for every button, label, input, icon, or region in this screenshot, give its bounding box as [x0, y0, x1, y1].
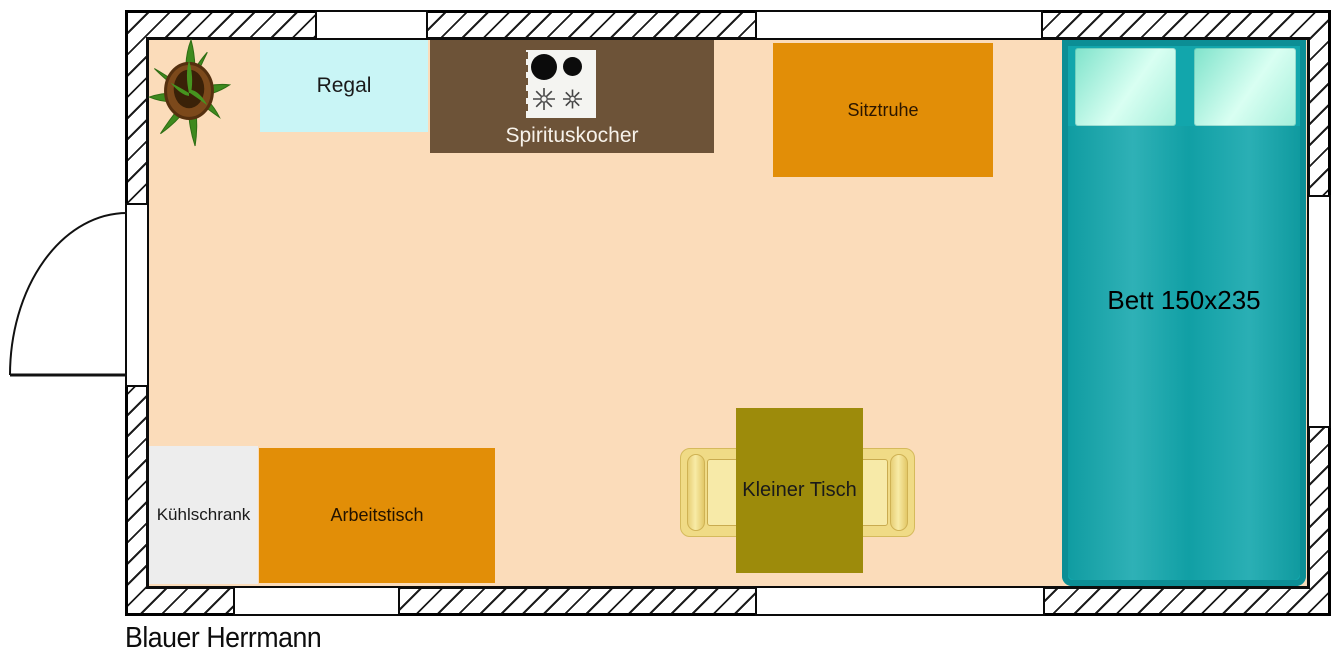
window-right-wall: [1307, 195, 1331, 428]
door-swing-icon: [9, 212, 128, 377]
plant-icon[interactable]: [148, 38, 232, 150]
worktable-label: Arbeitstisch: [330, 505, 424, 525]
window-top-left: [315, 10, 428, 40]
furniture-spirit-stove[interactable]: Spirituskocher: [430, 40, 714, 153]
furniture-seat-chest[interactable]: Sitztruhe: [773, 43, 993, 177]
window-bottom-left: [233, 586, 400, 616]
stove-icon: [526, 50, 596, 118]
door-opening: [125, 203, 149, 387]
furniture-worktable[interactable]: Arbeitstisch: [259, 448, 495, 583]
furniture-bed[interactable]: Bett 150x235: [1062, 40, 1306, 586]
window-top-right: [755, 10, 1043, 40]
seat-chest-label: Sitztruhe: [847, 99, 919, 120]
bed-blanket: [1068, 126, 1300, 580]
small-table-label: Kleiner Tisch: [742, 479, 857, 501]
plan-title: Blauer Herrmann: [125, 622, 322, 654]
furniture-shelf[interactable]: Regal: [260, 40, 428, 132]
fridge-label: Kühlschrank: [156, 505, 251, 524]
bed-pillow-left: [1075, 48, 1176, 126]
furniture-fridge[interactable]: Kühlschrank: [149, 446, 258, 584]
bench-armrest-left: [687, 454, 705, 531]
bed-pillow-right: [1194, 48, 1296, 126]
spirit-stove-label: Spirituskocher: [505, 124, 639, 147]
furniture-small-table[interactable]: Kleiner Tisch: [736, 408, 863, 573]
bench-armrest-right: [890, 454, 908, 531]
window-bottom-right: [755, 586, 1045, 616]
shelf-label: Regal: [316, 74, 372, 97]
